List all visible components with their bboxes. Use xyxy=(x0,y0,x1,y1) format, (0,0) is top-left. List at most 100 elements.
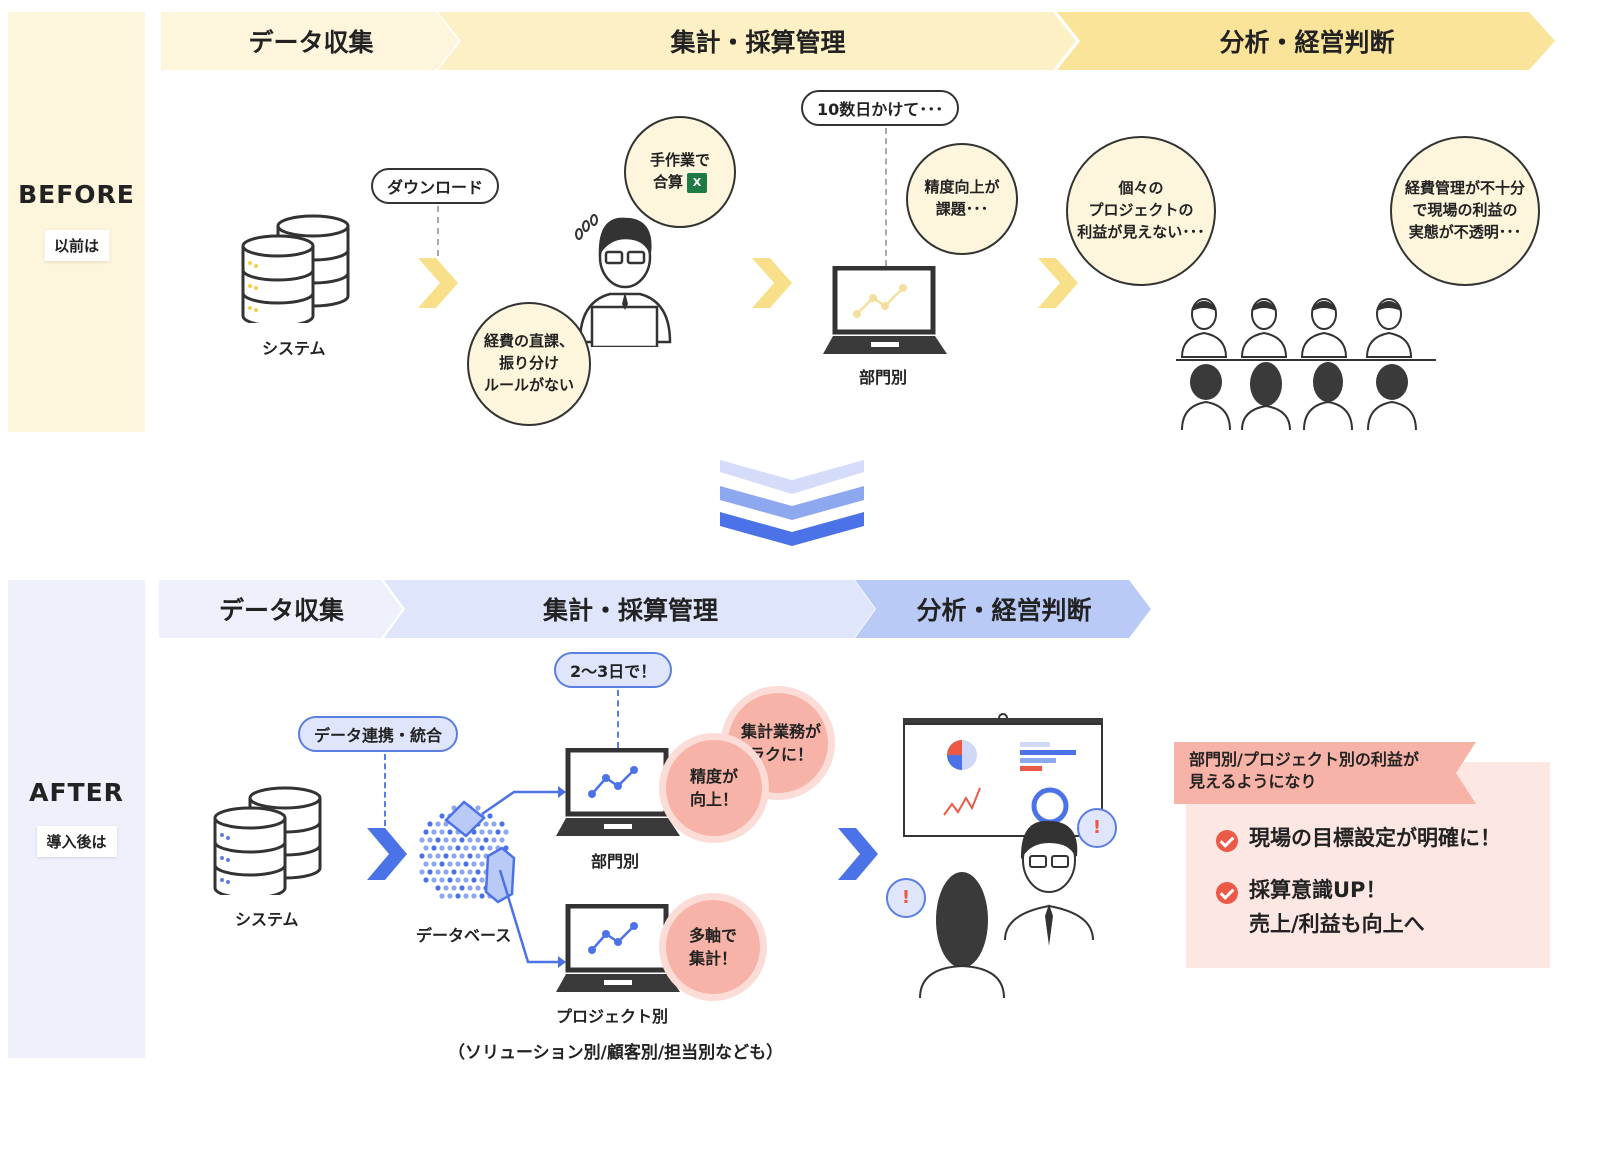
database-dot xyxy=(423,877,429,883)
database-dot xyxy=(475,869,481,875)
before-stage-analysis: 分析・経営判断 xyxy=(1057,12,1557,70)
database-dot xyxy=(455,861,461,867)
transition-arrow-icon xyxy=(720,460,864,546)
database-dot xyxy=(487,845,493,851)
database-dot xyxy=(479,861,485,867)
bubble-easier: 集計業務がラクに！ xyxy=(728,693,828,793)
before-panel: BEFORE 以前は xyxy=(8,12,145,432)
database-dot xyxy=(463,877,469,883)
before-title: BEFORE xyxy=(18,180,135,209)
database-dot xyxy=(439,877,445,883)
data-flow-arrows xyxy=(481,786,566,968)
days-pill: 10数日かけて･･･ xyxy=(801,90,960,126)
database-dot xyxy=(439,813,445,819)
database-dot xyxy=(479,845,485,851)
laptop-chart-icon xyxy=(556,904,680,992)
database-dot xyxy=(431,845,437,851)
laptop-chart-icon xyxy=(823,266,947,354)
database-dot xyxy=(475,853,481,859)
database-dot xyxy=(431,829,437,835)
database-dot xyxy=(435,869,441,875)
before-badge: 以前は xyxy=(43,230,110,261)
database-dot xyxy=(499,837,505,843)
download-pill: ダウンロード xyxy=(371,168,500,204)
database-dot xyxy=(427,837,433,843)
chevron-right-icon xyxy=(838,828,878,880)
after-stage-aggregate: 集計・採算管理 xyxy=(384,580,877,638)
database-dot xyxy=(447,893,453,899)
database-dot xyxy=(423,829,429,835)
database-dot xyxy=(491,821,497,827)
check-icon xyxy=(1216,830,1238,852)
database-dot xyxy=(447,845,453,851)
check-icon xyxy=(1216,882,1238,904)
database-dot xyxy=(503,829,509,835)
database-dot xyxy=(455,845,461,851)
bubble-manual: 手作業で 合算 X xyxy=(624,116,736,228)
bubble-multi-axis: 多軸で集計！ xyxy=(666,900,760,994)
database-dot xyxy=(455,877,461,883)
database-dot xyxy=(471,893,477,899)
laptop-dept-label: 部門別 xyxy=(591,852,640,871)
breakdown-note: （ソリューション別/顧客別/担当別なども） xyxy=(448,1043,784,1063)
database-dot xyxy=(443,853,449,859)
database-dot xyxy=(443,821,449,827)
integration-pill: データ連携・統合 xyxy=(298,716,459,752)
database-dot xyxy=(475,805,481,811)
bubble-accuracy-before: 精度向上が課題･･･ xyxy=(906,143,1018,255)
database-dot xyxy=(487,813,493,819)
database-dot xyxy=(435,821,441,827)
database-dot xyxy=(443,869,449,875)
days-pill-after: 2〜3日で！ xyxy=(554,652,673,688)
database-dot xyxy=(479,877,485,883)
database-dot xyxy=(455,893,461,899)
database-dot xyxy=(479,893,485,899)
database-dot xyxy=(435,885,441,891)
database-dot xyxy=(463,845,469,851)
database-dot xyxy=(475,837,481,843)
after-system-label: システム xyxy=(235,910,299,929)
database-icon xyxy=(213,786,322,895)
before-laptop-label: 部門別 xyxy=(859,368,908,387)
database-dot xyxy=(483,837,489,843)
database-dot xyxy=(459,837,465,843)
excel-icon: X xyxy=(687,172,707,193)
database-dot xyxy=(451,853,457,859)
dashed-connector xyxy=(384,754,386,826)
database-cluster-icon xyxy=(419,800,516,904)
database-dot xyxy=(451,869,457,875)
bubble-expenses: 経費管理が不十分で現場の利益の実態が不透明･･･ xyxy=(1390,136,1540,286)
database-dot xyxy=(467,853,473,859)
discussion-people-icon xyxy=(919,820,1094,998)
database-dot xyxy=(423,845,429,851)
database-dot xyxy=(459,869,465,875)
database-dot xyxy=(443,837,449,843)
laptop-chart-icon xyxy=(556,748,680,836)
exclaim-bubble-icon: ! xyxy=(1077,808,1117,848)
database-dot xyxy=(467,869,473,875)
database-dot xyxy=(435,837,441,843)
database-dot xyxy=(435,853,441,859)
database-dot xyxy=(443,885,449,891)
database-dot xyxy=(471,877,477,883)
database-dot xyxy=(439,861,445,867)
before-stage-aggregate: 集計・採算管理 xyxy=(438,12,1078,70)
database-dot xyxy=(475,885,481,891)
database-dot xyxy=(419,869,425,875)
database-dot xyxy=(483,821,489,827)
bubble-rules: 経費の直課、振り分けルールがない xyxy=(467,302,591,426)
database-dot xyxy=(467,837,473,843)
database-dot xyxy=(451,885,457,891)
database-dot xyxy=(491,837,497,843)
bubble-accuracy-after: 精度が向上！ xyxy=(666,740,762,836)
result-item-profit: 採算意識UP！ 売上/利益も向上へ xyxy=(1249,878,1425,936)
after-stage-collect: データ収集 xyxy=(159,580,404,638)
dashed-connector xyxy=(437,206,439,256)
after-title: AFTER xyxy=(29,778,124,807)
database-dot xyxy=(439,845,445,851)
database-dot xyxy=(431,861,437,867)
results-tag-text: 部門別/プロジェクト別の利益が 見えるようになり xyxy=(1189,750,1419,792)
database-label: データベース xyxy=(416,926,512,945)
before-system-label: システム xyxy=(262,339,326,358)
database-dot xyxy=(423,861,429,867)
